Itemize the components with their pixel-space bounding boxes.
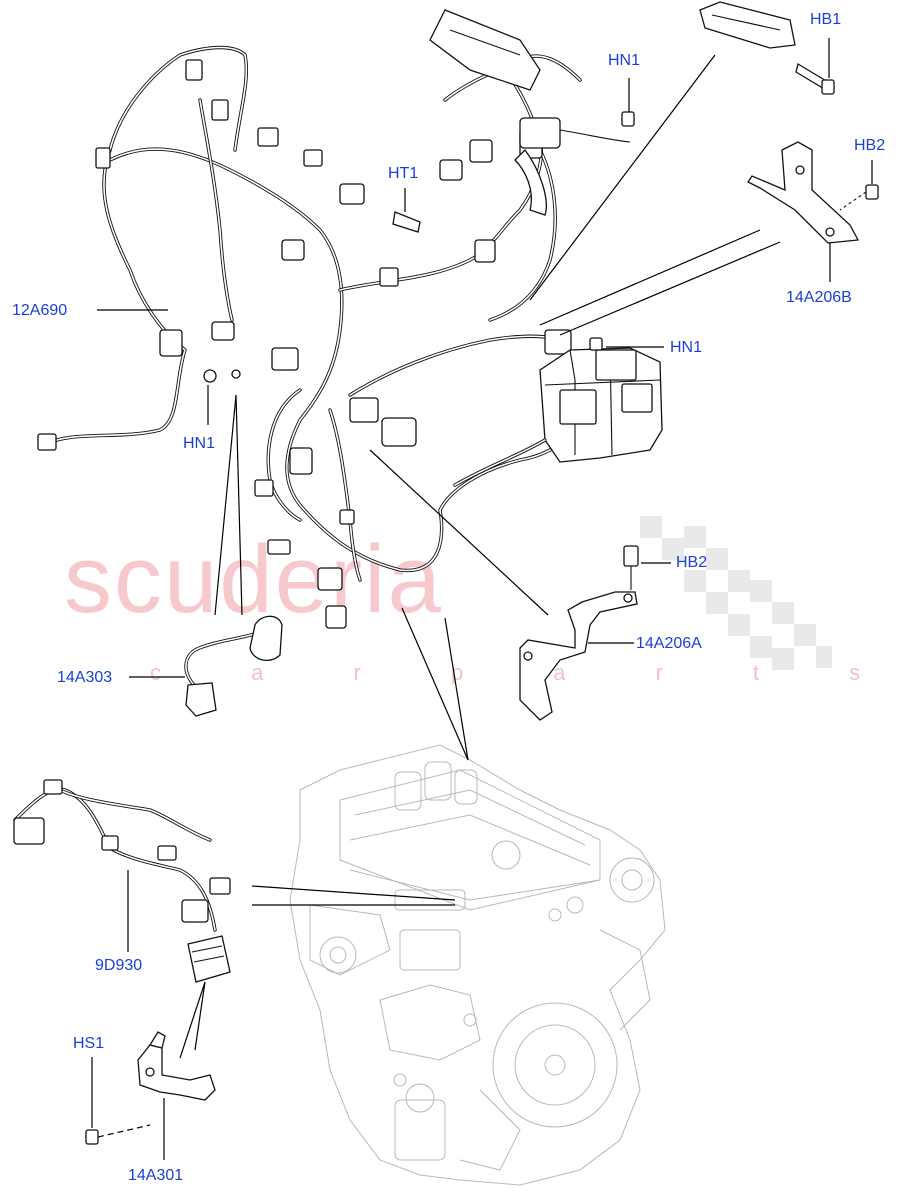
callout-HT1: HT1: [388, 165, 419, 182]
checkered-flag-watermark: [640, 516, 832, 670]
cover-bracket-hb1: [699, 1, 835, 95]
callout-HN1-left: HN1: [183, 435, 216, 452]
nut-hn1-left: [203, 369, 217, 383]
callout-14A206B: 14A206B: [786, 289, 852, 306]
engine-junction-box: [453, 347, 663, 487]
main-harness-12A690: [37, 45, 582, 629]
callout-HN1-top: HN1: [608, 52, 641, 69]
callout-HB1: HB1: [810, 11, 842, 28]
nut-hn1-top: [621, 111, 635, 127]
callout-HN1-right: HN1: [670, 339, 703, 356]
callout-12A690: 12A690: [12, 302, 68, 319]
callout-14A206A: 14A206A: [636, 635, 702, 652]
callout-9D930: 9D930: [95, 957, 143, 974]
bracket-14A301: [85, 1031, 216, 1145]
callout-HS1: HS1: [73, 1035, 105, 1052]
watermark-brand: scuderia: [64, 526, 443, 633]
sensor-harness-14A303: [184, 615, 283, 717]
leader-lines: [91, 38, 873, 1160]
nut-hn1-right: [589, 337, 603, 351]
callout-HB2-mid: HB2: [676, 554, 708, 571]
fasteners: [203, 111, 635, 383]
stud-ht1: [392, 211, 421, 233]
callout-14A301: 14A301: [128, 1167, 184, 1184]
upper-harness-bracket: [429, 9, 631, 216]
engine-block-outline: [289, 744, 666, 1186]
watermark-subline: c a r p a r t s: [150, 660, 900, 685]
bracket-14A206A: [519, 545, 639, 721]
bracket-14A206B: [747, 141, 879, 244]
brand-watermark: scuderia c a r p a r t s: [64, 526, 900, 685]
callout-14A303: 14A303: [57, 669, 113, 686]
harness-9D930: [13, 779, 231, 983]
callout-HB2-top: HB2: [854, 137, 886, 154]
